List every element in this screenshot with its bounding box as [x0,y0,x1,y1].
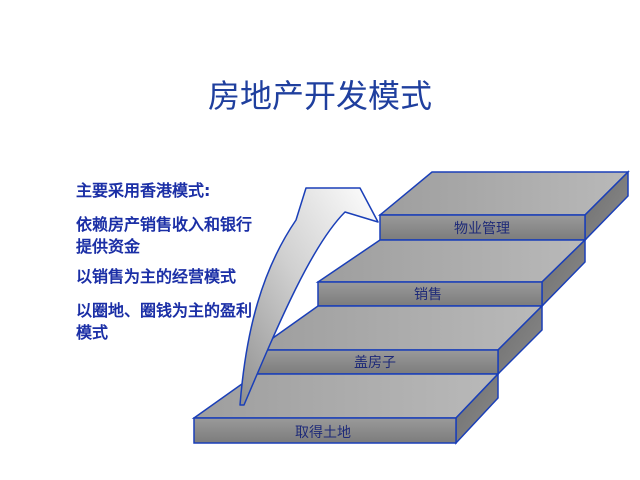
step-1: 取得土地 [191,372,500,445]
text-line-6: 模式 [76,323,109,342]
step-2-top [253,305,544,351]
text-line-4: 以销售为主的经营模式 [76,267,237,286]
text-line-1: 主要采用香港模式: [76,181,211,200]
growth-arrow [239,187,379,406]
step-3: 销售 [315,238,587,308]
slide-title: 房地产开发模式 [207,77,432,115]
step-1-label: 取得土地 [295,424,351,441]
step-2: 盖房子 [253,304,544,376]
step-3-face [317,281,543,307]
step-2-label: 盖房子 [354,355,396,371]
step-4: 物业管理 [377,170,630,242]
text-para-4: 以圈地、圈钱为主的盈利 模式 [76,300,306,344]
text-line-2: 依赖房产销售收入和银行 [76,215,253,234]
text-line-5: 以圈地、圈钱为主的盈利 [76,301,253,320]
text-block: 主要采用香港模式: 依赖房产销售收入和银行 提供资金 以销售为主的经营模式 以圈… [76,180,306,356]
step-3-label: 销售 [414,287,442,303]
step-3-top [315,239,587,283]
step-1-face [193,417,457,444]
step-1-top [191,373,500,419]
text-para-2: 依赖房产销售收入和银行 提供资金 [76,214,306,258]
step-4-label: 物业管理 [454,221,510,237]
text-line-3: 提供资金 [76,237,141,256]
